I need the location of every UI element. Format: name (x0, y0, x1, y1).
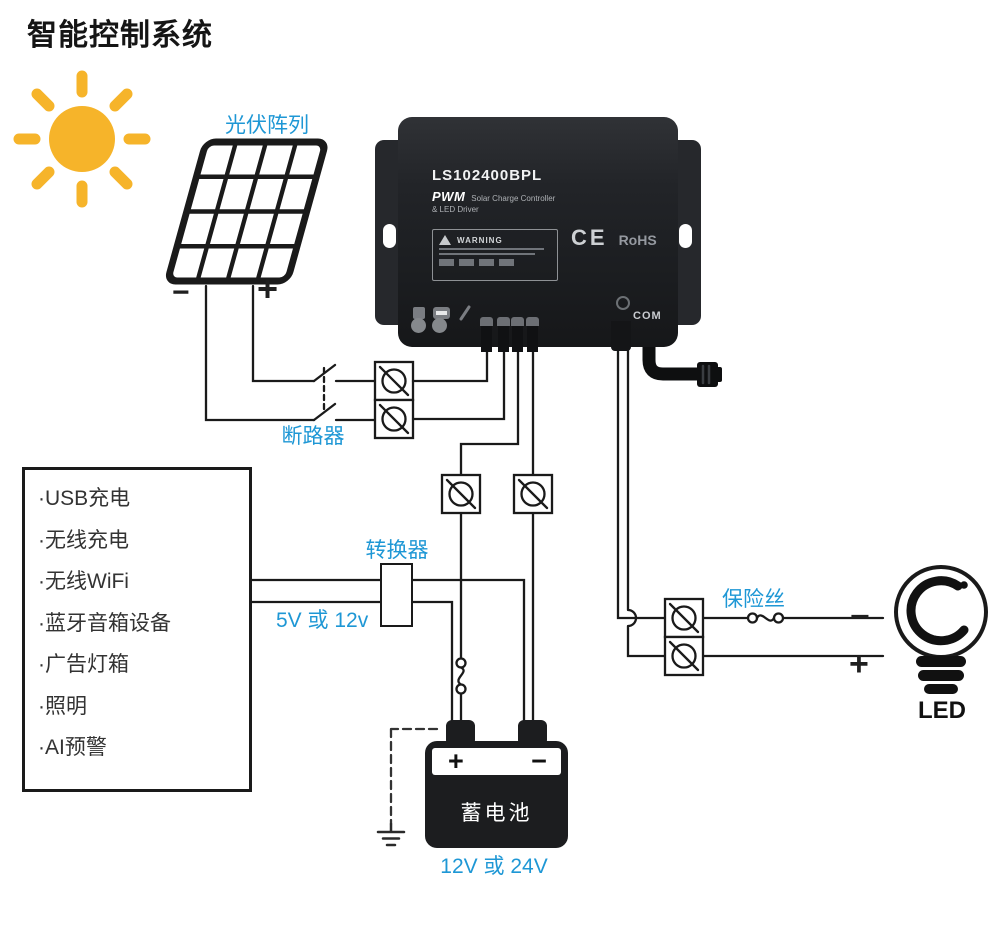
solar-panel-icon (165, 138, 328, 285)
battery-voltage-label: 12V 或 24V (440, 855, 548, 878)
led-bulb-icon (894, 565, 988, 694)
battery: + − 蓄电池 (425, 741, 568, 848)
battery-plus-label: + (448, 746, 464, 776)
ce-mark: CE (571, 225, 608, 250)
terminal-pin (481, 326, 492, 352)
com-port-icon (616, 296, 630, 310)
led-minus-label: − (850, 598, 870, 636)
fuse-icon (373, 360, 415, 402)
feature-item: ·蓝牙音箱设备 (38, 611, 171, 635)
feature-item: ·无线WiFi (38, 570, 129, 593)
inline-fuse-icon (455, 657, 467, 695)
led-label: LED (918, 697, 966, 724)
com-port (611, 321, 631, 351)
controller-driver-label: & LED Driver (432, 205, 479, 214)
sun-icon (13, 70, 151, 208)
fuse-icon (440, 473, 482, 515)
terminal-pin (527, 326, 538, 352)
pv-to-controller-wires (411, 347, 506, 421)
mounting-hole (383, 224, 396, 248)
page-title: 智能控制系统 (27, 19, 213, 52)
solar-panel-label: 光伏阵列 (225, 114, 309, 137)
battery-minus-label: − (531, 746, 547, 776)
rohs-mark: RoHS (618, 232, 657, 248)
breaker-switch-icon (312, 363, 337, 422)
fuse-label: 保险丝 (722, 588, 785, 611)
fuse-icon (663, 635, 705, 677)
battery-terminal-band: + − (432, 748, 561, 775)
inline-fuse-icon (746, 612, 785, 624)
rubber-plug (411, 318, 426, 333)
feature-item: ·USB充电 (38, 487, 131, 510)
feature-item: ·AI预警 (38, 736, 107, 759)
certification-icons (439, 259, 557, 266)
mounting-hole (679, 224, 692, 248)
pv-wiring (204, 284, 377, 422)
converter-wiring (250, 578, 526, 725)
rubber-plug (432, 318, 447, 333)
controller-model-label: LS102400BPL (432, 167, 543, 184)
converter-box (380, 563, 413, 627)
terminal-screw (480, 317, 493, 326)
load-wiring (616, 347, 885, 658)
battery-wiring (459, 347, 535, 725)
feature-item: ·广告灯箱 (38, 653, 129, 676)
fine-print-line (439, 248, 544, 250)
solar-minus-label: − (172, 276, 190, 309)
ground-icon (376, 822, 406, 847)
terminal-screw (497, 317, 510, 326)
fuse-icon (512, 473, 554, 515)
warning-triangle-icon (439, 235, 451, 245)
terminal-screw (526, 317, 539, 326)
terminal-pin (498, 326, 509, 352)
converter-label: 转换器 (365, 539, 429, 562)
warning-label: WARNING (432, 229, 558, 281)
com-label: COM (633, 310, 662, 322)
fuse-icon (663, 597, 705, 639)
battery-label: 蓄电池 (460, 802, 533, 825)
terminal-pin (512, 326, 523, 352)
ground-wire (389, 727, 439, 826)
fine-print-line (439, 253, 535, 255)
port-icons (413, 305, 471, 321)
ce-rohs-marks: CE RoHS (571, 225, 657, 251)
pwm-label: PWM (432, 189, 466, 204)
converter-voltage-label: 5V 或 12v (276, 609, 369, 632)
breaker-label: 断路器 (281, 425, 345, 448)
fuse-icon (373, 398, 415, 440)
features-box: ·USB充电 ·无线充电 ·无线WiFi ·蓝牙音箱设备 ·广告灯箱 ·照明 ·… (22, 467, 252, 792)
terminal-screw (511, 317, 524, 326)
feature-item: ·无线充电 (38, 528, 129, 552)
led-plus-label: + (849, 645, 869, 683)
solar-plus-label: + (257, 268, 279, 309)
feature-item: ·照明 (38, 694, 87, 718)
com-cable (642, 333, 722, 387)
